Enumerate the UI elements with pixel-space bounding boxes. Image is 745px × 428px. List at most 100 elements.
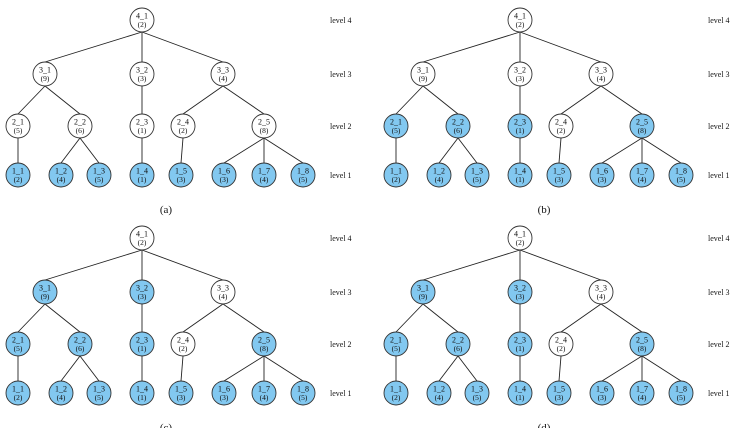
tree-node-2_1: 2_1(5) [383,113,409,139]
node-value-label: (8) [638,126,647,135]
tree-edge-2_5-1_8 [263,355,304,382]
tree-node-1_7: 1_7(4) [629,380,655,406]
tree-node-1_3: 1_3(5) [86,162,112,188]
node-id-label: 1_7 [636,167,648,176]
node-circle [168,162,194,188]
node-circle [426,162,452,188]
node-circle [211,380,237,406]
node-id-label: 3_2 [514,66,526,75]
tree-edge-2_4-1_5 [180,137,184,164]
tree-node-2_5: 2_5(8) [251,113,277,139]
node-value-label: (3) [516,74,525,83]
node-id-label: 1_1 [390,167,402,176]
node-id-label: 2_5 [636,118,648,127]
tree-node-1_5: 1_5(3) [168,380,194,406]
tree-node-1_5: 1_5(3) [546,162,572,188]
node-value-label: (2) [179,344,188,353]
tree-node-1_3: 1_3(5) [464,162,490,188]
tree-node-1_7: 1_7(4) [251,380,277,406]
node-circle [588,279,614,305]
node-circle [629,113,655,139]
node-circle [383,380,409,406]
node-circle [546,162,572,188]
level-label: level 1 [708,171,730,180]
tree-node-4_1: 4_1(2) [129,225,155,251]
node-value-label: (3) [220,393,229,402]
node-circle [251,113,277,139]
node-circle [507,380,533,406]
tree-edge-3_3-2_5 [222,85,265,115]
node-value-label: (1) [516,344,525,353]
node-id-label: 3_1 [39,284,51,293]
panel-caption: (c) [160,422,173,428]
tree-node-4_1: 4_1(2) [129,7,155,33]
node-value-label: (2) [392,393,401,402]
tree-node-3_1: 3_1(9) [32,61,58,87]
node-circle [86,380,112,406]
node-id-label: 1_3 [93,167,105,176]
node-value-label: (3) [138,292,147,301]
node-id-label: 3_3 [217,284,229,293]
node-id-label: 1_2 [55,385,67,394]
node-circle [589,380,615,406]
node-id-label: 1_5 [175,167,187,176]
node-circle [588,61,614,87]
node-value-label: (4) [219,292,228,301]
tree-panel-1: 4_1(2)3_1(9)3_2(3)3_3(4)2_1(5)2_2(6)2_3(… [383,7,730,216]
node-id-label: 4_1 [136,230,148,239]
node-value-label: (4) [597,292,606,301]
node-circle [5,331,31,357]
tree-edge-2_2-1_2 [60,355,81,382]
node-value-label: (2) [557,344,566,353]
node-circle [211,162,237,188]
tree-edge-2_2-1_2 [438,137,459,164]
tree-node-1_7: 1_7(4) [251,162,277,188]
node-circle [464,162,490,188]
node-value-label: (2) [14,175,23,184]
tree-node-2_1: 2_1(5) [5,113,31,139]
tree-edge-2_5-1_6 [601,355,643,382]
node-circle [445,113,471,139]
tree-edge-4_1-3_1 [422,31,521,63]
level-label: level 1 [330,389,352,398]
node-circle [629,162,655,188]
node-id-label: 1_4 [136,167,148,176]
node-id-label: 3_2 [514,284,526,293]
node-value-label: (1) [516,175,525,184]
node-circle [507,7,533,33]
tree-edge-3_1-2_1 [17,85,46,115]
tree-node-3_2: 3_2(3) [507,279,533,305]
tree-edge-2_5-1_8 [641,355,682,382]
node-circle [507,225,533,251]
node-value-label: (4) [638,175,647,184]
node-value-label: (1) [138,175,147,184]
tree-node-1_7: 1_7(4) [629,162,655,188]
node-value-label: (4) [57,175,66,184]
node-id-label: 2_2 [74,336,86,345]
node-id-label: 3_1 [417,284,429,293]
node-id-label: 1_3 [93,385,105,394]
node-id-label: 1_2 [433,167,445,176]
tree-node-2_4: 2_4(2) [548,113,574,139]
node-circle [251,380,277,406]
node-value-label: (6) [454,344,463,353]
level-label: level 4 [330,16,352,25]
node-circle [629,331,655,357]
node-circle [129,331,155,357]
tree-panel-0: 4_1(2)3_1(9)3_2(3)3_3(4)2_1(5)2_2(6)2_3(… [5,7,352,216]
node-circle [507,113,533,139]
node-circle [629,380,655,406]
node-id-label: 3_2 [136,284,148,293]
node-value-label: (8) [260,126,269,135]
tree-edge-3_1-2_2 [44,303,81,333]
tree-node-1_1: 1_1(2) [5,162,31,188]
node-circle [445,331,471,357]
node-value-label: (2) [516,20,525,29]
node-id-label: 1_8 [675,385,687,394]
tree-edge-2_5-1_8 [641,137,682,164]
level-label: level 4 [708,234,730,243]
node-id-label: 1_5 [553,167,565,176]
node-id-label: 1_7 [258,167,270,176]
tree-edge-2_2-1_2 [60,137,81,164]
node-circle [589,162,615,188]
